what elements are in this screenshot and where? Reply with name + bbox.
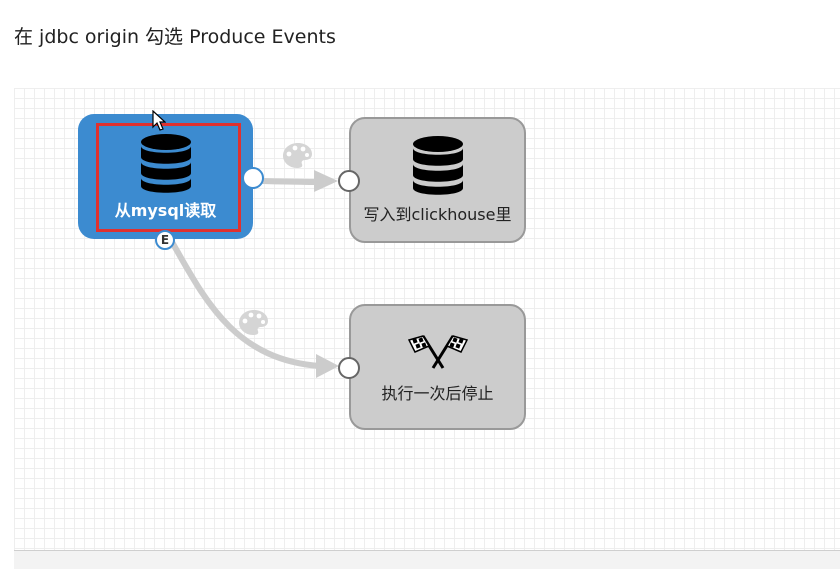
crossed-flags-icon (407, 335, 468, 369)
pipeline-links (169, 143, 339, 378)
node-label: 写入到clickhouse里 (363, 205, 512, 224)
selection-highlight (96, 123, 241, 232)
event-port[interactable]: E (155, 230, 175, 250)
node-clickhouse-destination[interactable]: 写入到clickhouse里 (338, 117, 526, 243)
database-icon (140, 133, 191, 193)
node-label: 执行一次后停止 (381, 384, 494, 403)
bottom-panel-divider (14, 550, 840, 569)
node-pipeline-finisher[interactable]: 执行一次后停止 (338, 304, 526, 430)
output-port[interactable] (242, 167, 264, 189)
database-icon (412, 136, 463, 195)
input-port[interactable] (338, 170, 360, 192)
link-source-to-finisher[interactable] (169, 239, 339, 378)
palette-icon (239, 310, 268, 335)
pipeline-canvas[interactable]: 从mysql读取 E 写入到clickhouse里 (14, 88, 840, 551)
node-label: 从mysql读取 (114, 200, 217, 220)
node-mysql-source[interactable]: 从mysql读取 E (78, 114, 264, 250)
input-port[interactable] (338, 357, 360, 379)
mouse-cursor-icon (152, 110, 166, 131)
instruction-text: 在 jdbc origin 勾选 Produce Events (14, 26, 336, 48)
palette-icon (283, 143, 312, 168)
